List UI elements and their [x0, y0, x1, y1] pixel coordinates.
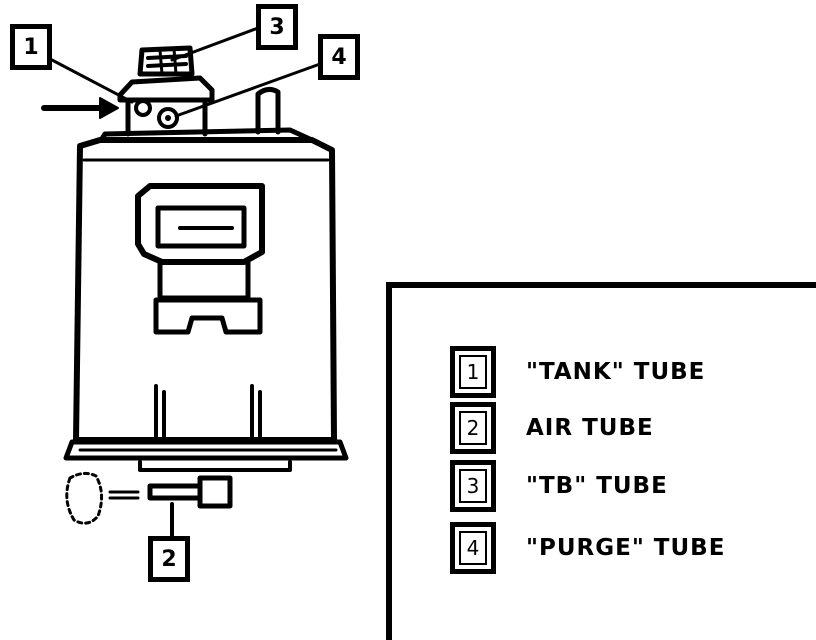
legend-row-purge-tube: 4 "PURGE" TUBE [450, 522, 725, 574]
tb-tube-fitting [137, 45, 195, 77]
legend-label: "PURGE" TUBE [526, 535, 726, 561]
legend-number: 1 [466, 360, 480, 384]
rear-fitting [255, 86, 281, 135]
legend-panel: 1 "TANK" TUBE 2 AIR TUBE 3 "TB" TUBE 4 "… [386, 282, 816, 640]
dashed-hose [65, 471, 103, 525]
callout-2: 2 [148, 536, 190, 582]
air-tube-fitting [147, 483, 203, 501]
leader-line-4 [174, 62, 322, 118]
legend-label: "TB" TUBE [526, 473, 668, 499]
callout-4: 4 [318, 34, 360, 80]
legend-number: 3 [466, 474, 480, 498]
legend-number-box: 2 [450, 402, 496, 454]
legend-label: "TANK" TUBE [526, 359, 706, 385]
mounting-bracket [135, 183, 265, 265]
legend-label: AIR TUBE [526, 415, 654, 441]
legend-row-air-tube: 2 AIR TUBE [450, 402, 654, 454]
leader-line-1 [50, 58, 134, 104]
callout-2-number: 2 [161, 546, 177, 572]
callout-1: 1 [10, 24, 52, 70]
legend-number-box: 1 [450, 346, 496, 398]
tank-tube-port [134, 99, 152, 117]
callout-4-number: 4 [331, 44, 347, 70]
legend-row-tb-tube: 3 "TB" TUBE [450, 460, 668, 512]
legend-number-box: 4 [450, 522, 496, 574]
callout-3-number: 3 [269, 14, 285, 40]
callout-3: 3 [256, 4, 298, 50]
legend-number: 4 [466, 536, 480, 560]
legend-row-tank-tube: 1 "TANK" TUBE [450, 346, 705, 398]
callout-1-number: 1 [23, 34, 39, 60]
legend-number: 2 [466, 416, 480, 440]
legend-number-box: 3 [450, 460, 496, 512]
leader-line-3 [170, 26, 260, 62]
canister-cap [117, 75, 215, 103]
